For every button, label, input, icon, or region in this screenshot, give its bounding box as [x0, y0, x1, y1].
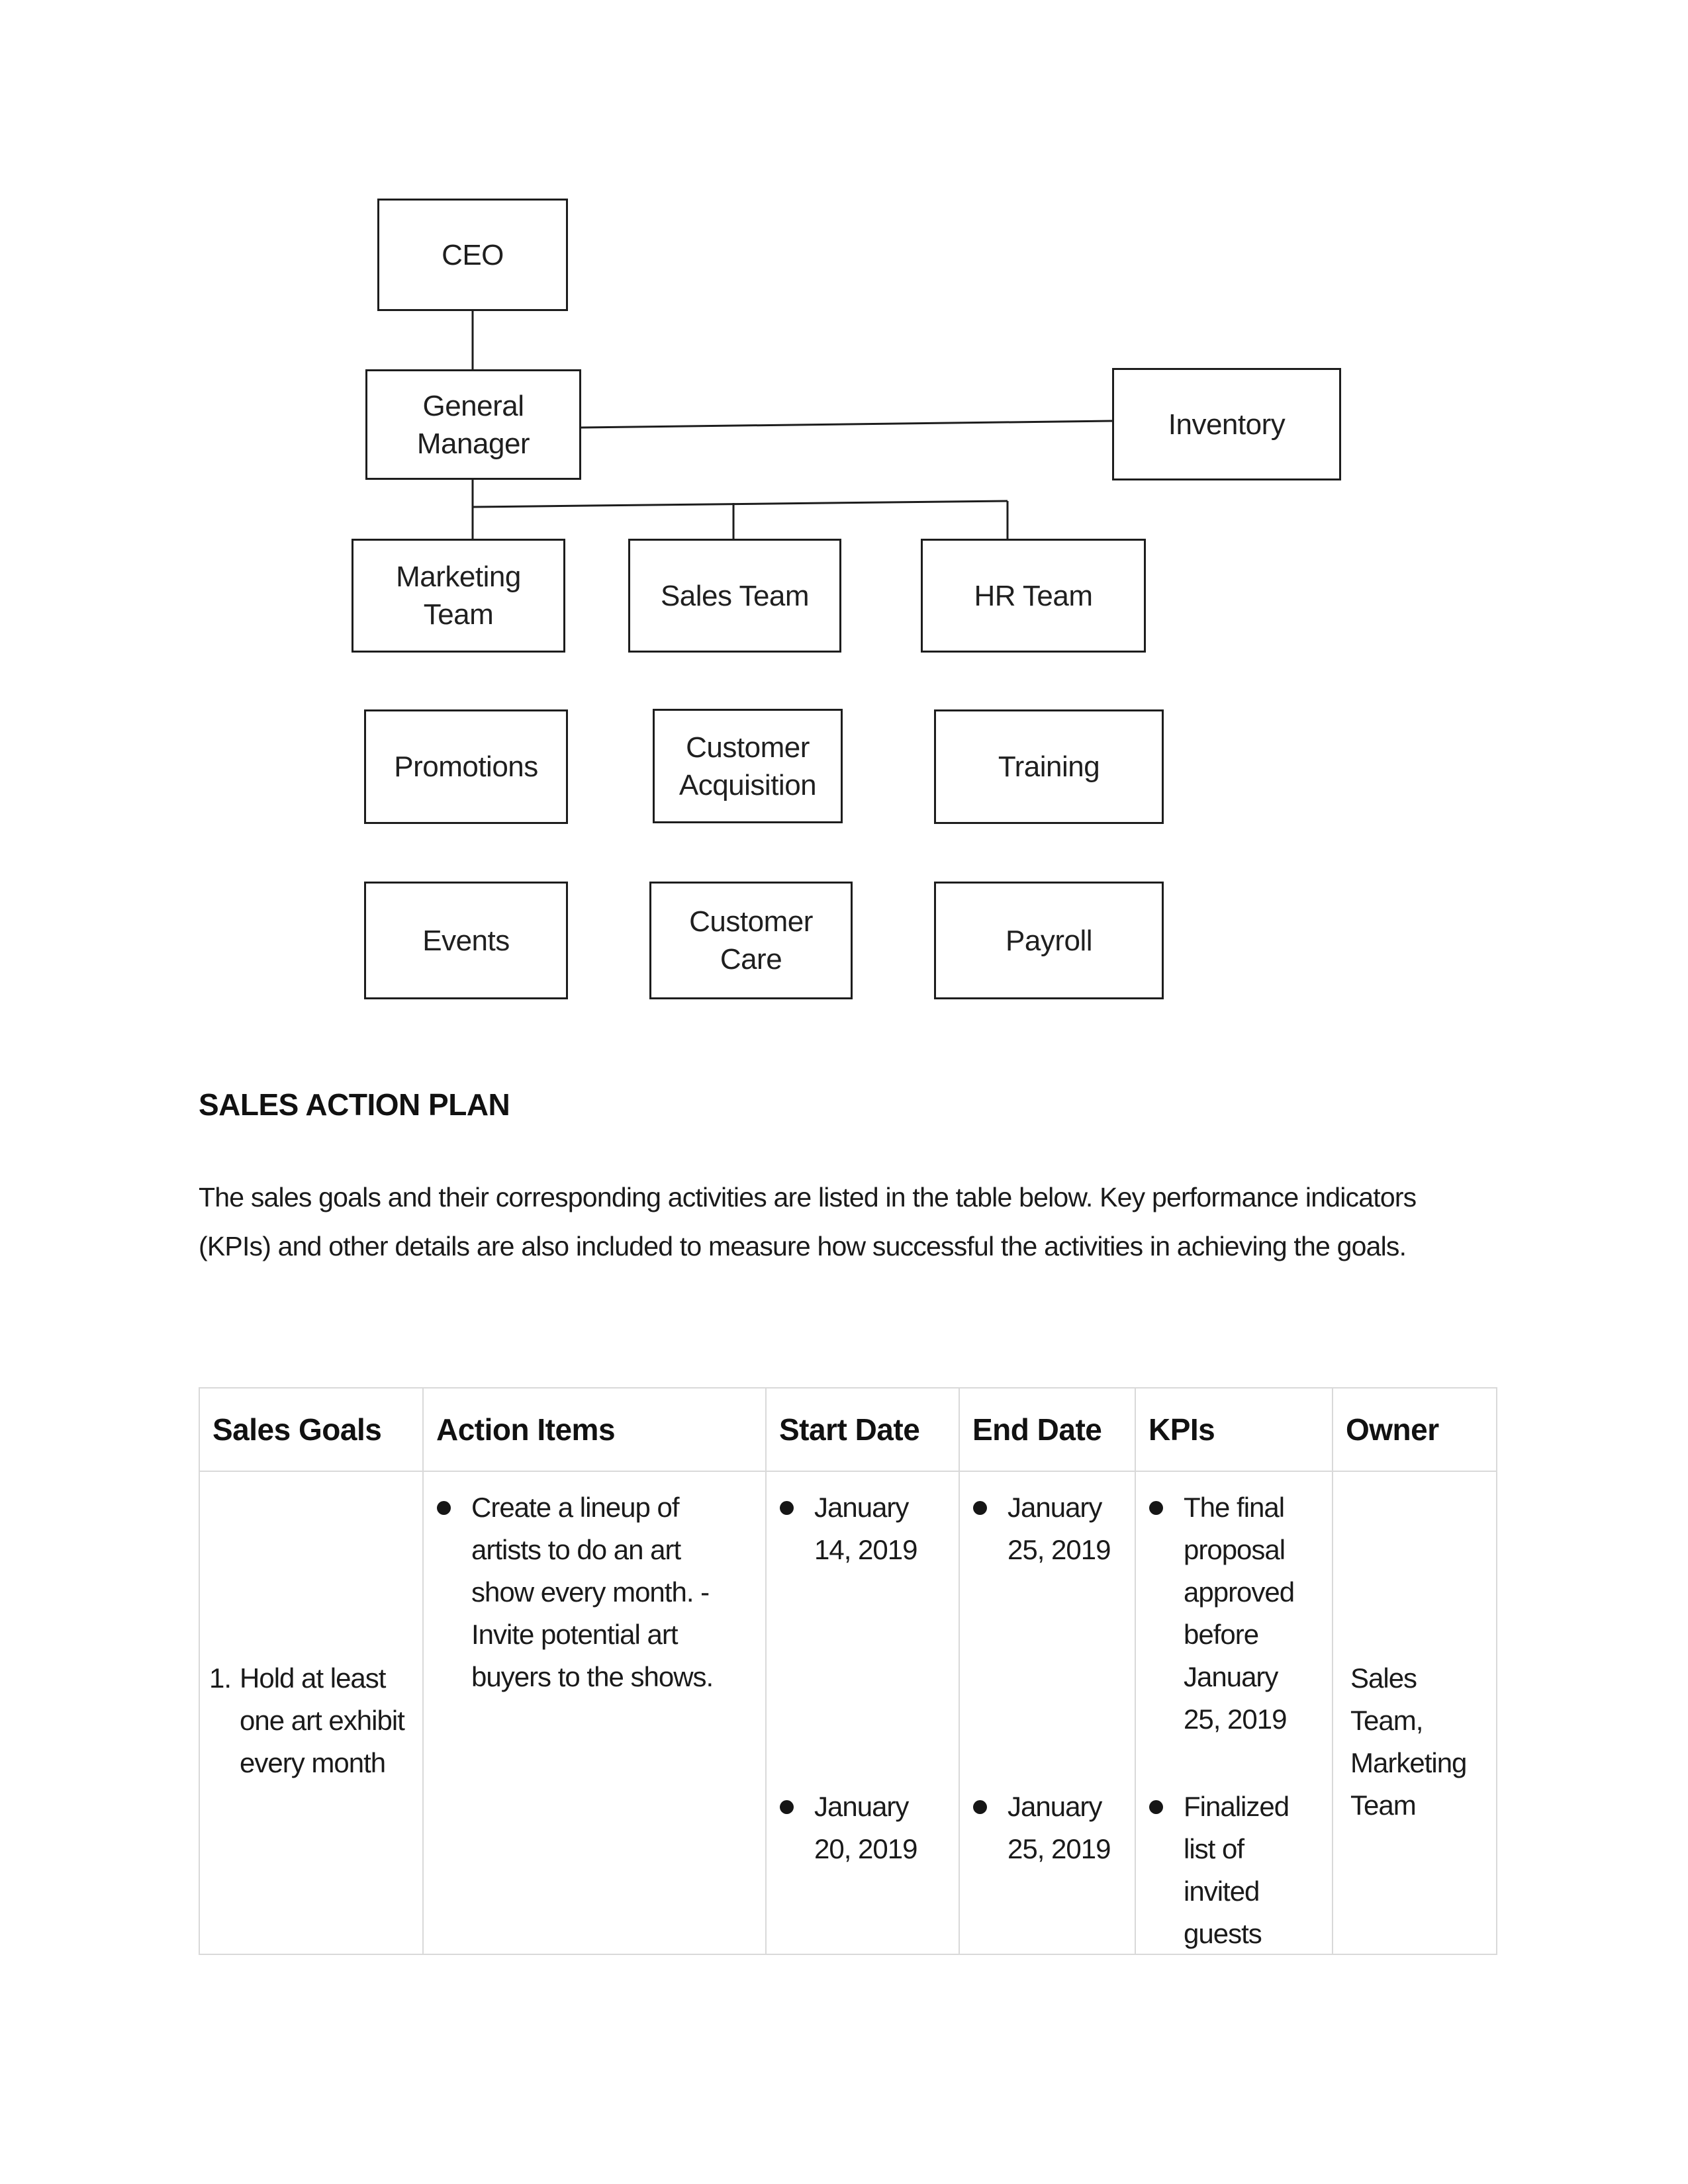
intro-paragraph: The sales goals and their corresponding … [199, 1182, 1417, 1261]
column-header-sales-goals: Sales Goals [200, 1388, 424, 1472]
column-header-label: KPIs [1149, 1412, 1215, 1447]
sales-goal-number: 1. [209, 1662, 232, 1694]
column-header-label: Start Date [779, 1412, 920, 1447]
connector-branch-bar [472, 500, 1008, 508]
cell-kpis: The final proposal approved before Janua… [1136, 1472, 1333, 1955]
connector-gm-inventory [581, 420, 1113, 429]
org-node-inventory: Inventory [1112, 368, 1341, 480]
end-date-item: January 25, 2019 [972, 1486, 1115, 1571]
end-date-text: January 25, 2019 [1008, 1492, 1111, 1565]
column-header-label: Action Items [436, 1412, 616, 1447]
org-node-label: Customer Acquisition [679, 731, 817, 801]
org-node-customer-acquisition: Customer Acquisition [653, 709, 843, 823]
sales-action-plan-table: Sales Goals Action Items Start Date End … [199, 1387, 1497, 1955]
start-date-item: January 20, 2019 [778, 1786, 939, 1870]
org-node-marketing-team: Marketing Team [352, 539, 565, 653]
start-date-item: January 14, 2019 [778, 1486, 939, 1571]
cell-end-date: January 25, 2019 January 25, 2019 [960, 1472, 1136, 1955]
page-title: SALES ACTION PLAN [199, 1087, 510, 1122]
org-node-label: General Manager [416, 389, 530, 460]
org-chart-connectors [471, 311, 1113, 541]
org-node-label: Customer Care [689, 905, 813, 976]
org-chart: CEO General Manager Inventory Marketing … [0, 0, 1688, 1059]
column-header-label: Owner [1346, 1412, 1439, 1447]
org-node-events: Events [364, 882, 568, 999]
bullet-icon [780, 1800, 794, 1814]
org-node-general-manager: General Manager [365, 369, 581, 480]
column-header-start-date: Start Date [767, 1388, 960, 1472]
org-node-customer-care: Customer Care [649, 882, 853, 999]
org-node-label: Training [998, 751, 1100, 783]
org-node-label: HR Team [974, 579, 1093, 612]
bullet-icon [973, 1501, 987, 1515]
org-node-label: Events [422, 924, 510, 957]
column-header-owner: Owner [1333, 1388, 1497, 1472]
bullet-icon [780, 1501, 794, 1515]
org-node-label: Promotions [394, 751, 538, 783]
kpi-text: The final proposal approved before Janua… [1184, 1492, 1295, 1735]
bullet-icon [437, 1501, 451, 1515]
org-node-label: Payroll [1006, 924, 1093, 957]
column-header-action-items: Action Items [424, 1388, 767, 1472]
start-date-text: January 20, 2019 [814, 1791, 918, 1864]
bullet-icon [1149, 1800, 1163, 1814]
action-item-text: Create a lineup of artists to do an art … [471, 1492, 714, 1692]
sales-goal-text: Hold at least one art exhibit every mont… [240, 1662, 405, 1778]
kpi-text: Finalized list of invited guests [1184, 1791, 1289, 1949]
sales-goal-item: 1. Hold at least one art exhibit every m… [209, 1657, 417, 1784]
org-node-label: Inventory [1168, 408, 1286, 441]
column-header-kpis: KPIs [1136, 1388, 1333, 1472]
org-node-payroll: Payroll [934, 882, 1164, 999]
org-node-label: Marketing Team [396, 561, 521, 631]
org-node-label: CEO [442, 238, 504, 271]
kpi-item: Finalized list of invited guests [1148, 1786, 1311, 1955]
kpi-item: The final proposal approved before Janua… [1148, 1486, 1311, 1741]
cell-owner: Sales Team, Marketing Team [1333, 1472, 1497, 1955]
bullet-icon [973, 1800, 987, 1814]
column-header-label: Sales Goals [212, 1412, 382, 1447]
cell-action-items: Create a lineup of artists to do an art … [424, 1472, 767, 1955]
end-date-item: January 25, 2019 [972, 1786, 1115, 1870]
end-date-text: January 25, 2019 [1008, 1791, 1111, 1864]
cell-sales-goal: 1. Hold at least one art exhibit every m… [200, 1472, 424, 1955]
org-node-sales-team: Sales Team [628, 539, 841, 653]
column-header-end-date: End Date [960, 1388, 1136, 1472]
org-node-ceo: CEO [377, 199, 568, 311]
action-item: Create a lineup of artists to do an art … [436, 1486, 740, 1698]
bullet-icon [1149, 1501, 1163, 1515]
owner-text: Sales Team, Marketing Team [1350, 1662, 1467, 1821]
start-date-text: January 14, 2019 [814, 1492, 918, 1565]
org-node-hr-team: HR Team [921, 539, 1146, 653]
org-node-promotions: Promotions [364, 709, 568, 824]
cell-start-date: January 14, 2019 January 20, 2019 [767, 1472, 960, 1955]
org-node-label: Sales Team [660, 579, 810, 612]
org-node-training: Training [934, 709, 1164, 824]
column-header-label: End Date [972, 1412, 1102, 1447]
